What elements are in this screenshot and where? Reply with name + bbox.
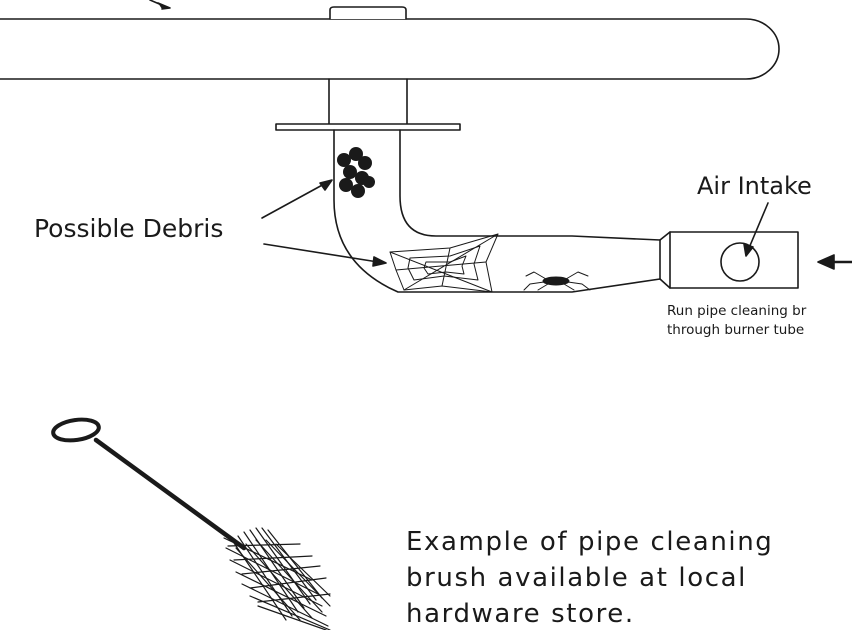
debris-cluster [337,147,375,198]
possible-debris-label: Possible Debris [34,214,224,243]
burner-tube [333,129,799,293]
cleaning-instruction-line-2: through burner tube [667,322,805,338]
air-intake-label: Air Intake [697,172,812,200]
pipe-cleaning-brush [51,417,331,630]
brush-caption: Example of pipe cleaning brush available… [406,524,773,632]
cleaning-instruction: Run pipe cleaning br through burner tube [667,302,806,340]
insertion-arrow [817,254,852,270]
cleaning-instruction-line-1: Run pipe cleaning br [667,303,807,319]
debris-arrow-lower [263,243,387,267]
top-arrow-fragment [149,0,171,10]
debris-arrow-upper [261,179,333,219]
air-intake-arrow [743,202,769,257]
brush-caption-line-2: brush available at local [406,563,747,593]
spider [523,271,591,291]
spider-web [389,233,499,293]
manifold-tube [0,6,780,80]
brush-caption-line-3: hardware store. [406,599,635,629]
brush-caption-line-1: Example of pipe cleaning [406,527,774,557]
burner-neck [275,78,461,131]
